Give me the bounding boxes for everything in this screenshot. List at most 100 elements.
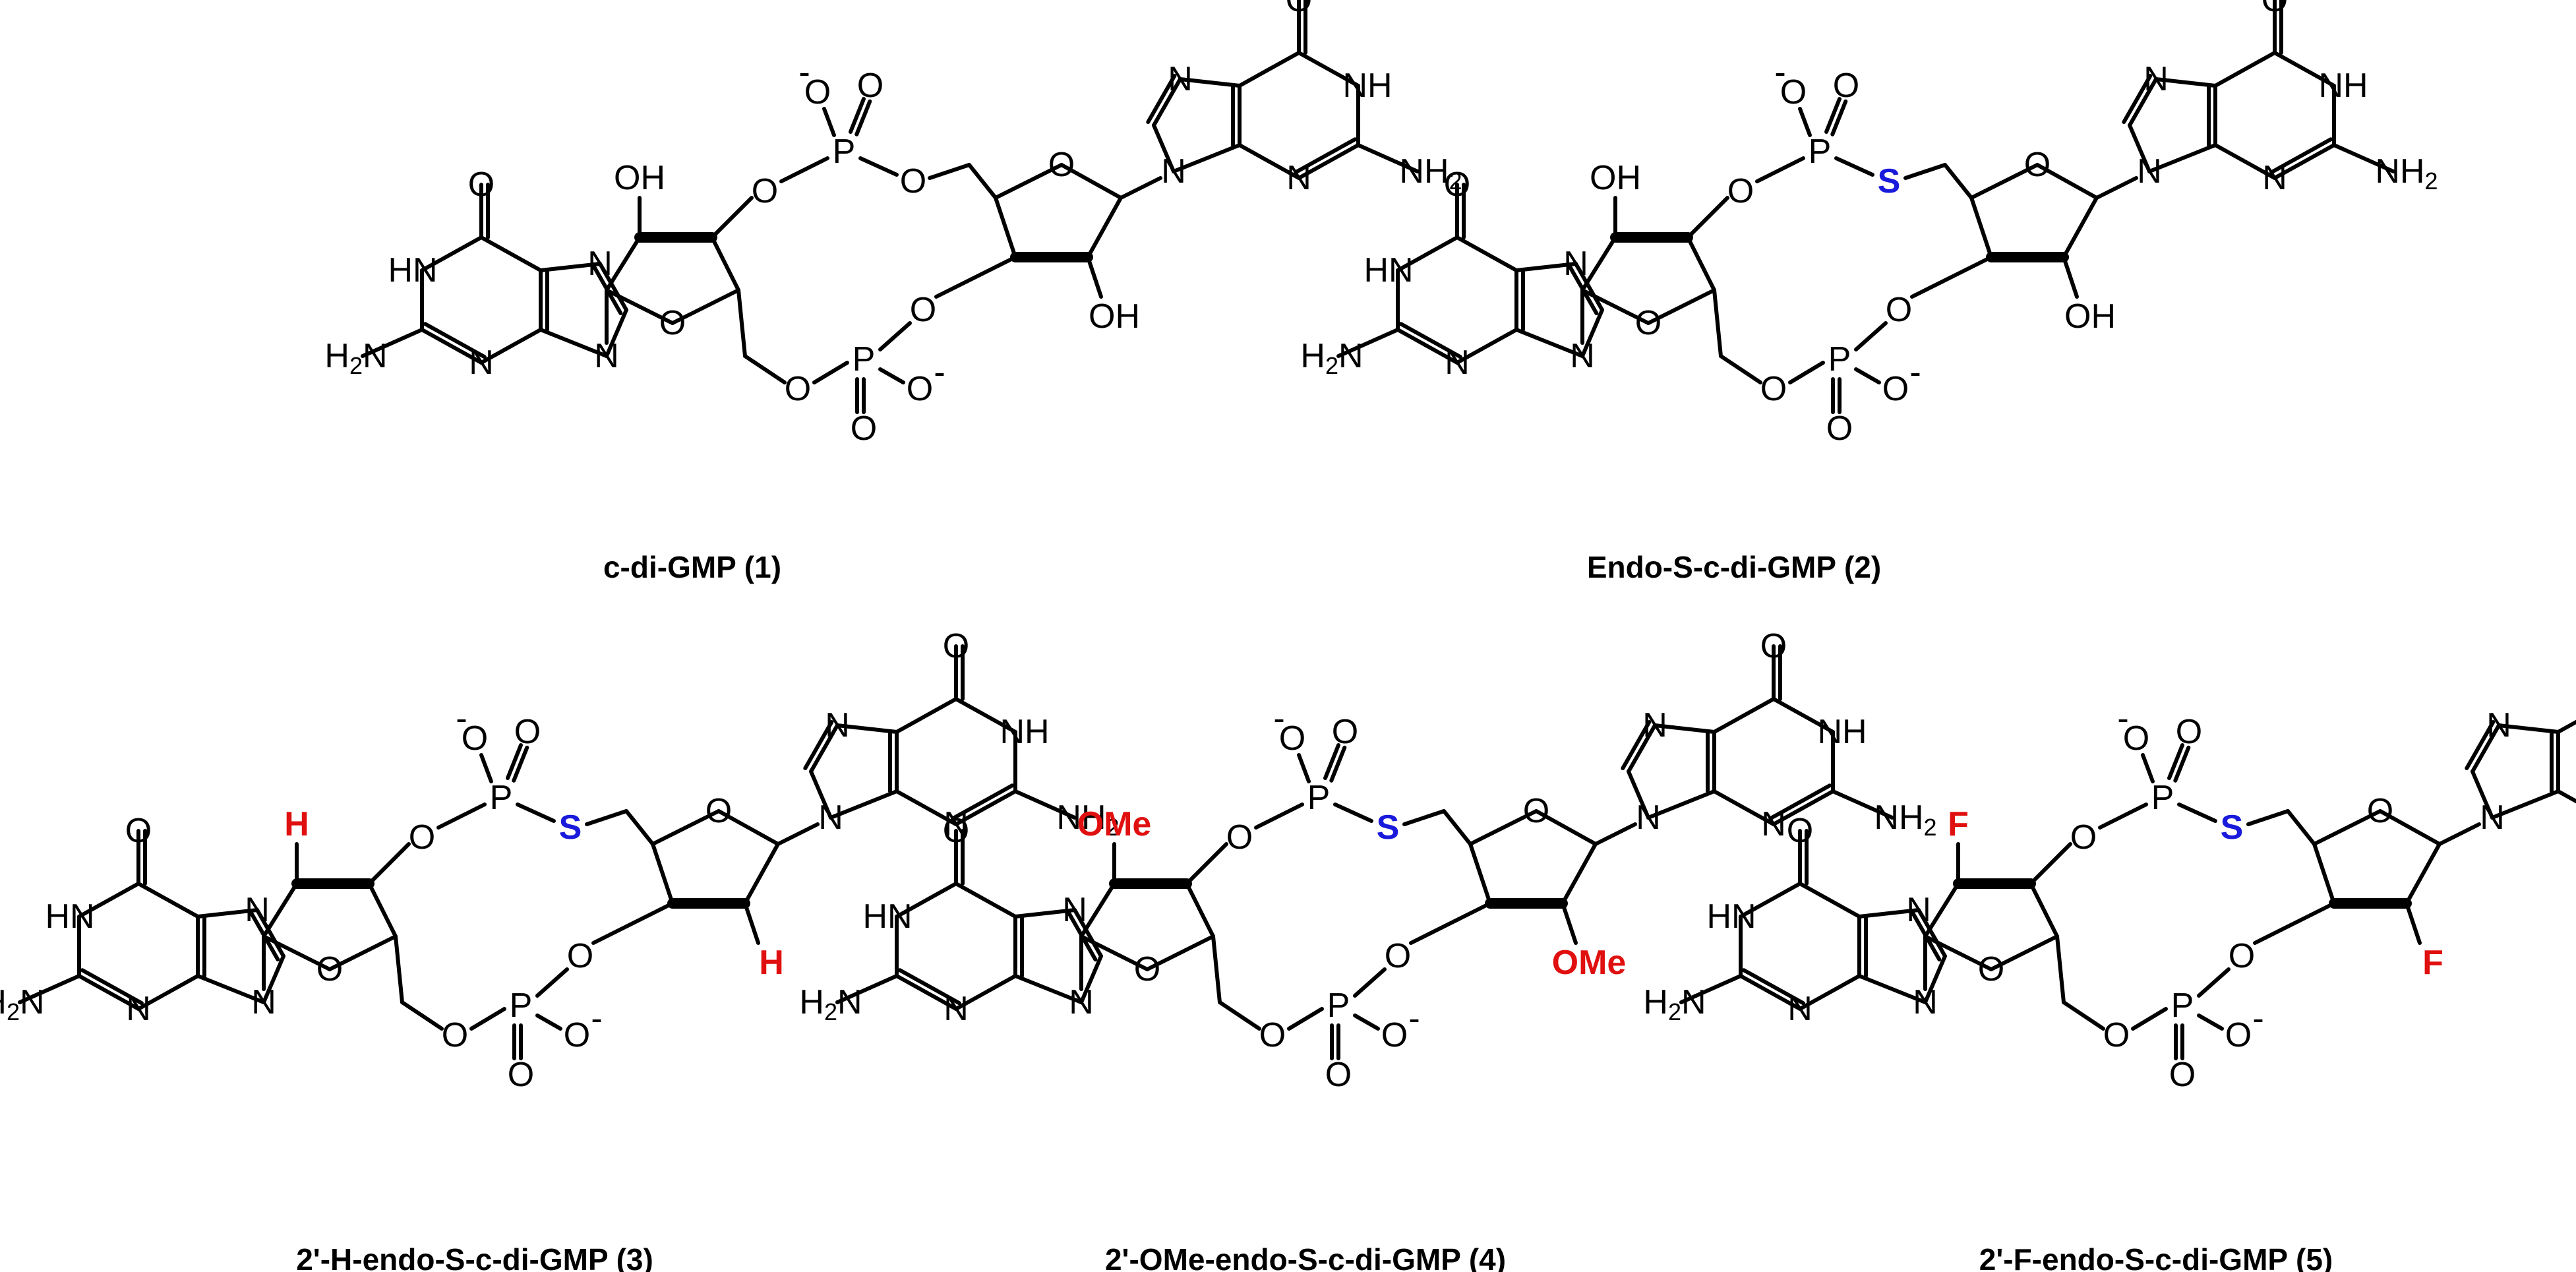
atom-oxygen: O	[564, 1016, 590, 1054]
bond	[2246, 809, 2290, 826]
atom-phosphorus: P	[1307, 779, 1331, 817]
atom-oxygen: O	[1760, 370, 1787, 408]
double-bond-c8-n7	[1574, 262, 1604, 312]
atom-n1h: NH	[1000, 713, 1049, 751]
atom-amino: H2N	[0, 983, 45, 1025]
atom-n9: N	[818, 799, 843, 837]
bond-n3-c4	[1712, 789, 1776, 826]
sugar-bond	[1086, 196, 1123, 259]
bond	[1719, 354, 1762, 384]
modification-right: OMe	[1552, 944, 1627, 982]
double-bond-p-o	[2173, 745, 2191, 783]
atom-oxygen: O	[2070, 818, 2097, 857]
atom-phosphorus: P	[853, 340, 876, 379]
bond-n3-c4	[136, 974, 200, 1011]
atom-oxygen: O	[2229, 937, 2255, 975]
atom-n7: N	[1906, 891, 1931, 929]
bond-c5-c6	[954, 882, 1017, 919]
atom-oxygen: O	[462, 719, 488, 758]
atom-amino: NH2	[1874, 799, 1936, 841]
bond-n9-c8	[1627, 770, 1650, 820]
sugar-bond	[1145, 934, 1215, 971]
bond	[822, 107, 836, 137]
atom-n9: N	[594, 337, 619, 375]
bond-n9-c8	[1152, 123, 1176, 173]
atom-oxygen: O	[514, 713, 541, 751]
linker-atom: S	[2221, 808, 2244, 847]
atom-oxygen: O	[907, 370, 933, 408]
double-bond-c8-n7	[592, 264, 623, 315]
bond-c4-n9	[1514, 328, 1584, 358]
bond	[1185, 842, 1228, 886]
double-bond-c8-n7	[598, 262, 628, 312]
compound-caption: 2'-H-endo-S-c-di-GMP (3)	[296, 1242, 653, 1272]
bond	[1254, 803, 1304, 830]
bond	[1686, 196, 1729, 239]
atom-n7: N	[825, 706, 850, 744]
double-bond-c8-n7	[1152, 77, 1182, 127]
atom-n1h: HN	[1363, 251, 1413, 289]
modification-left: OMe	[1077, 805, 1152, 843]
modification-left: OH	[1590, 159, 1641, 197]
bond-2prime	[2405, 901, 2422, 945]
negative-charge: -	[1408, 1000, 1420, 1038]
bond-c5-c6	[895, 697, 958, 734]
modification-left: OH	[614, 159, 665, 197]
negative-charge: -	[2117, 700, 2128, 738]
sugar-bond	[994, 163, 1063, 200]
bond	[743, 354, 787, 384]
bond-n9-c8	[1580, 308, 1604, 358]
bond	[2131, 1007, 2168, 1031]
atom-o6: O	[1760, 627, 1787, 665]
bond	[736, 288, 747, 358]
bond-n7-c5	[835, 723, 899, 734]
sugar-bond	[1969, 196, 1993, 259]
bond	[1834, 156, 1874, 177]
linker-atom: S	[559, 808, 582, 847]
atom-o6: O	[1444, 166, 1470, 204]
atom-n3: N	[126, 990, 151, 1028]
bond-c4-n9	[2490, 789, 2560, 820]
atom-oxygen: O	[785, 370, 811, 408]
double-bond-c2-n3	[2273, 143, 2336, 180]
atom-ring-oxygen: O	[705, 792, 732, 830]
double-bond-p-o	[1830, 99, 1848, 136]
atom-amino: H2N	[324, 337, 387, 379]
atom-n1h: HN	[862, 897, 912, 936]
atom-o6: O	[468, 166, 494, 204]
sugar-bond	[717, 809, 780, 846]
bond	[2029, 842, 2072, 886]
bond	[812, 361, 849, 384]
atom-oxygen: O	[508, 1056, 534, 1094]
double-bond-c8-n7	[1568, 264, 1599, 315]
atom-phosphorus: P	[1828, 340, 1851, 379]
bond-c5-c6	[1798, 882, 1861, 919]
bond-c5-c6	[1238, 51, 1301, 88]
atom-oxygen: O	[1325, 1056, 1352, 1094]
double-bond-p-o	[506, 743, 523, 780]
atom-ring-oxygen: O	[2367, 792, 2393, 830]
bond-c6-n1	[1772, 697, 1835, 734]
sugar-bond	[1561, 842, 1598, 905]
atom-n7: N	[2143, 60, 2169, 98]
bond	[394, 934, 404, 1004]
modification-left: H	[284, 805, 309, 843]
bond	[1287, 1007, 1324, 1031]
bond	[710, 196, 754, 239]
atom-phosphorus: P	[833, 133, 856, 171]
negative-charge: -	[1774, 53, 1785, 92]
atom-n9: N	[1570, 337, 1595, 375]
atom-n3: N	[1286, 159, 1311, 197]
sugar-bond	[671, 288, 740, 325]
atom-ring-oxygen: O	[659, 304, 686, 342]
atom-oxygen: O	[1833, 67, 1859, 105]
sugar-bond	[367, 882, 398, 938]
bond-c2-n2	[1013, 789, 1077, 820]
sugar-bond	[1646, 288, 1716, 325]
atom-oxygen: O	[1226, 818, 1253, 857]
